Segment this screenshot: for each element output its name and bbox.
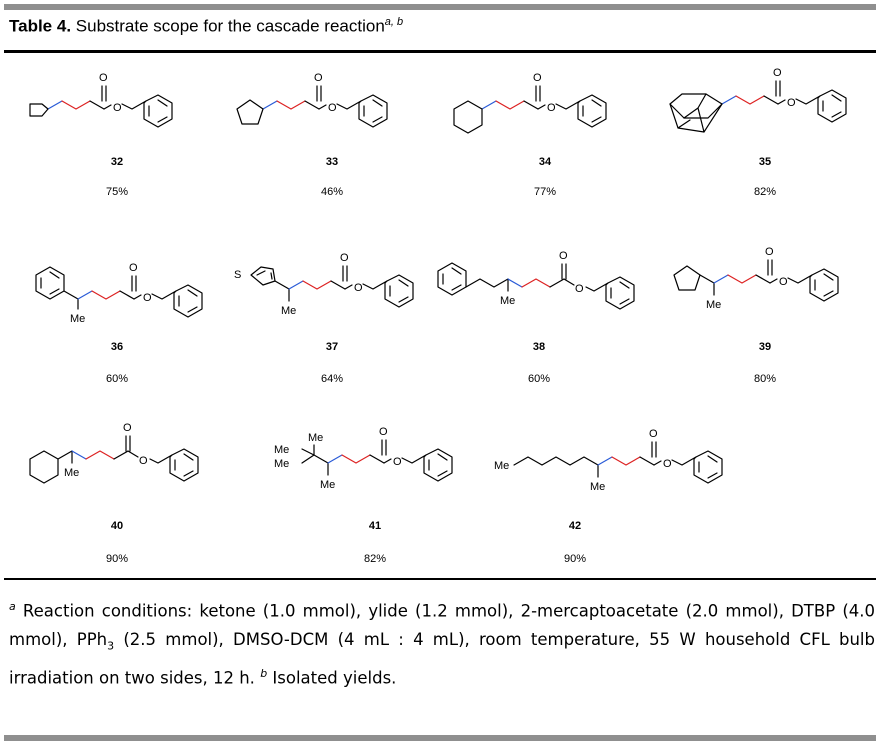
compound-40: Me O O 40 90% [12,422,222,600]
svg-text:O: O [314,72,323,84]
bottom-rule [4,735,876,741]
table-label: Table 4. [9,16,72,36]
compound-number: 42 [568,520,582,532]
footnote-a-text-1: Reaction conditions: ketone (1.0 mmol), … [9,601,875,649]
svg-text:O: O [649,428,658,440]
compound-32: O O 32 75% [12,62,222,237]
svg-text:O: O [354,282,363,294]
svg-text:O: O [139,455,148,467]
compound-yield: 60% [527,373,551,385]
svg-text:O: O [340,252,349,264]
svg-text:Me: Me [281,305,296,317]
compound-number: 36 [110,341,124,353]
table-title-footnote-marks: a, b [384,16,404,28]
compound-37: S Me O O 37 64% [227,245,437,420]
compound-number: 34 [538,156,552,168]
compound-42: Me Me O O 42 90% [490,425,740,600]
svg-text:O: O [663,458,672,470]
structure-35: O O [669,67,847,133]
structure-39: Me O O [673,246,839,311]
svg-text:Me: Me [500,295,515,307]
compound-number: 41 [368,520,382,532]
svg-text:O: O [575,283,584,295]
compound-number: 39 [758,341,772,353]
svg-text:O: O [379,426,388,438]
structure-36: Me O O [35,262,203,325]
svg-text:O: O [129,262,138,274]
compound-yield: 90% [105,553,129,565]
svg-text:O: O [143,292,152,304]
svg-text:Me: Me [70,313,85,325]
top-rule [4,4,876,10]
compound-yield: 60% [105,373,129,385]
compound-39: Me O O 39 80% [660,245,870,420]
footnote-a-mark: a [9,600,16,613]
structure-42: Me Me O O [494,428,723,493]
compound-36: Me O O 36 60% [12,245,222,420]
svg-text:Me: Me [64,467,79,479]
compound-number: 37 [325,341,339,353]
svg-text:S: S [234,269,241,281]
structure-41: Me Me Me Me O O [274,426,453,491]
svg-text:O: O [393,456,402,468]
table-caption: Table 4. Substrate scope for the cascade… [9,16,403,37]
svg-text:O: O [547,102,556,114]
compound-number: 35 [758,156,772,168]
svg-text:Me: Me [274,458,289,470]
table-title: Substrate scope for the cascade reaction [71,16,385,36]
structure-32: O O [29,72,173,128]
header-rule [4,50,876,53]
compound-yield: 75% [105,186,129,198]
svg-text:O: O [328,102,337,114]
svg-text:O: O [533,72,542,84]
footnote-rule [4,578,876,580]
compound-yield: 77% [533,186,557,198]
compound-yield: 82% [363,553,387,565]
compound-33: O O 33 46% [227,62,437,237]
svg-text:O: O [765,246,774,258]
footnote-a-text-2: (2.5 mmol), DMSO-DCM (4 mL : 4 mL), room… [9,629,875,688]
svg-text:O: O [99,72,108,84]
svg-text:Me: Me [274,444,289,456]
compound-35: O O 35 82% [660,62,870,237]
compound-yield: 82% [753,186,777,198]
structure-37: S Me O O [234,252,414,317]
table-footnotes: a Reaction conditions: ketone (1.0 mmol)… [9,593,875,692]
compound-34: O O 34 77% [440,62,650,237]
compound-number: 33 [325,156,339,168]
compound-yield: 46% [320,186,344,198]
compound-41: Me Me Me Me O O 41 82% [270,425,480,600]
svg-text:O: O [773,67,782,79]
svg-text:Me: Me [706,299,721,311]
footnote-b-text: Isolated yields. [267,668,397,688]
compound-38: Me O O 38 60% [434,245,644,420]
svg-text:O: O [779,276,788,288]
footnote-a-subscript: 3 [107,638,115,652]
svg-text:Me: Me [320,479,335,491]
compound-yield: 90% [563,553,587,565]
structure-33: O O [236,72,388,128]
svg-text:O: O [123,422,132,434]
svg-text:Me: Me [494,460,509,472]
compound-number: 40 [110,520,124,532]
compound-number: 38 [532,341,546,353]
svg-text:Me: Me [590,481,605,493]
svg-text:O: O [113,102,122,114]
structure-34: O O [453,72,607,134]
svg-text:O: O [559,250,568,262]
footnote-b-mark: b [260,666,268,680]
structure-38: Me O O [437,250,635,310]
svg-text:Me: Me [308,432,323,444]
compound-yield: 64% [320,373,344,385]
compound-yield: 80% [753,373,777,385]
structure-40: Me O O [29,422,199,484]
svg-text:O: O [787,97,796,109]
compound-number: 32 [110,156,124,168]
